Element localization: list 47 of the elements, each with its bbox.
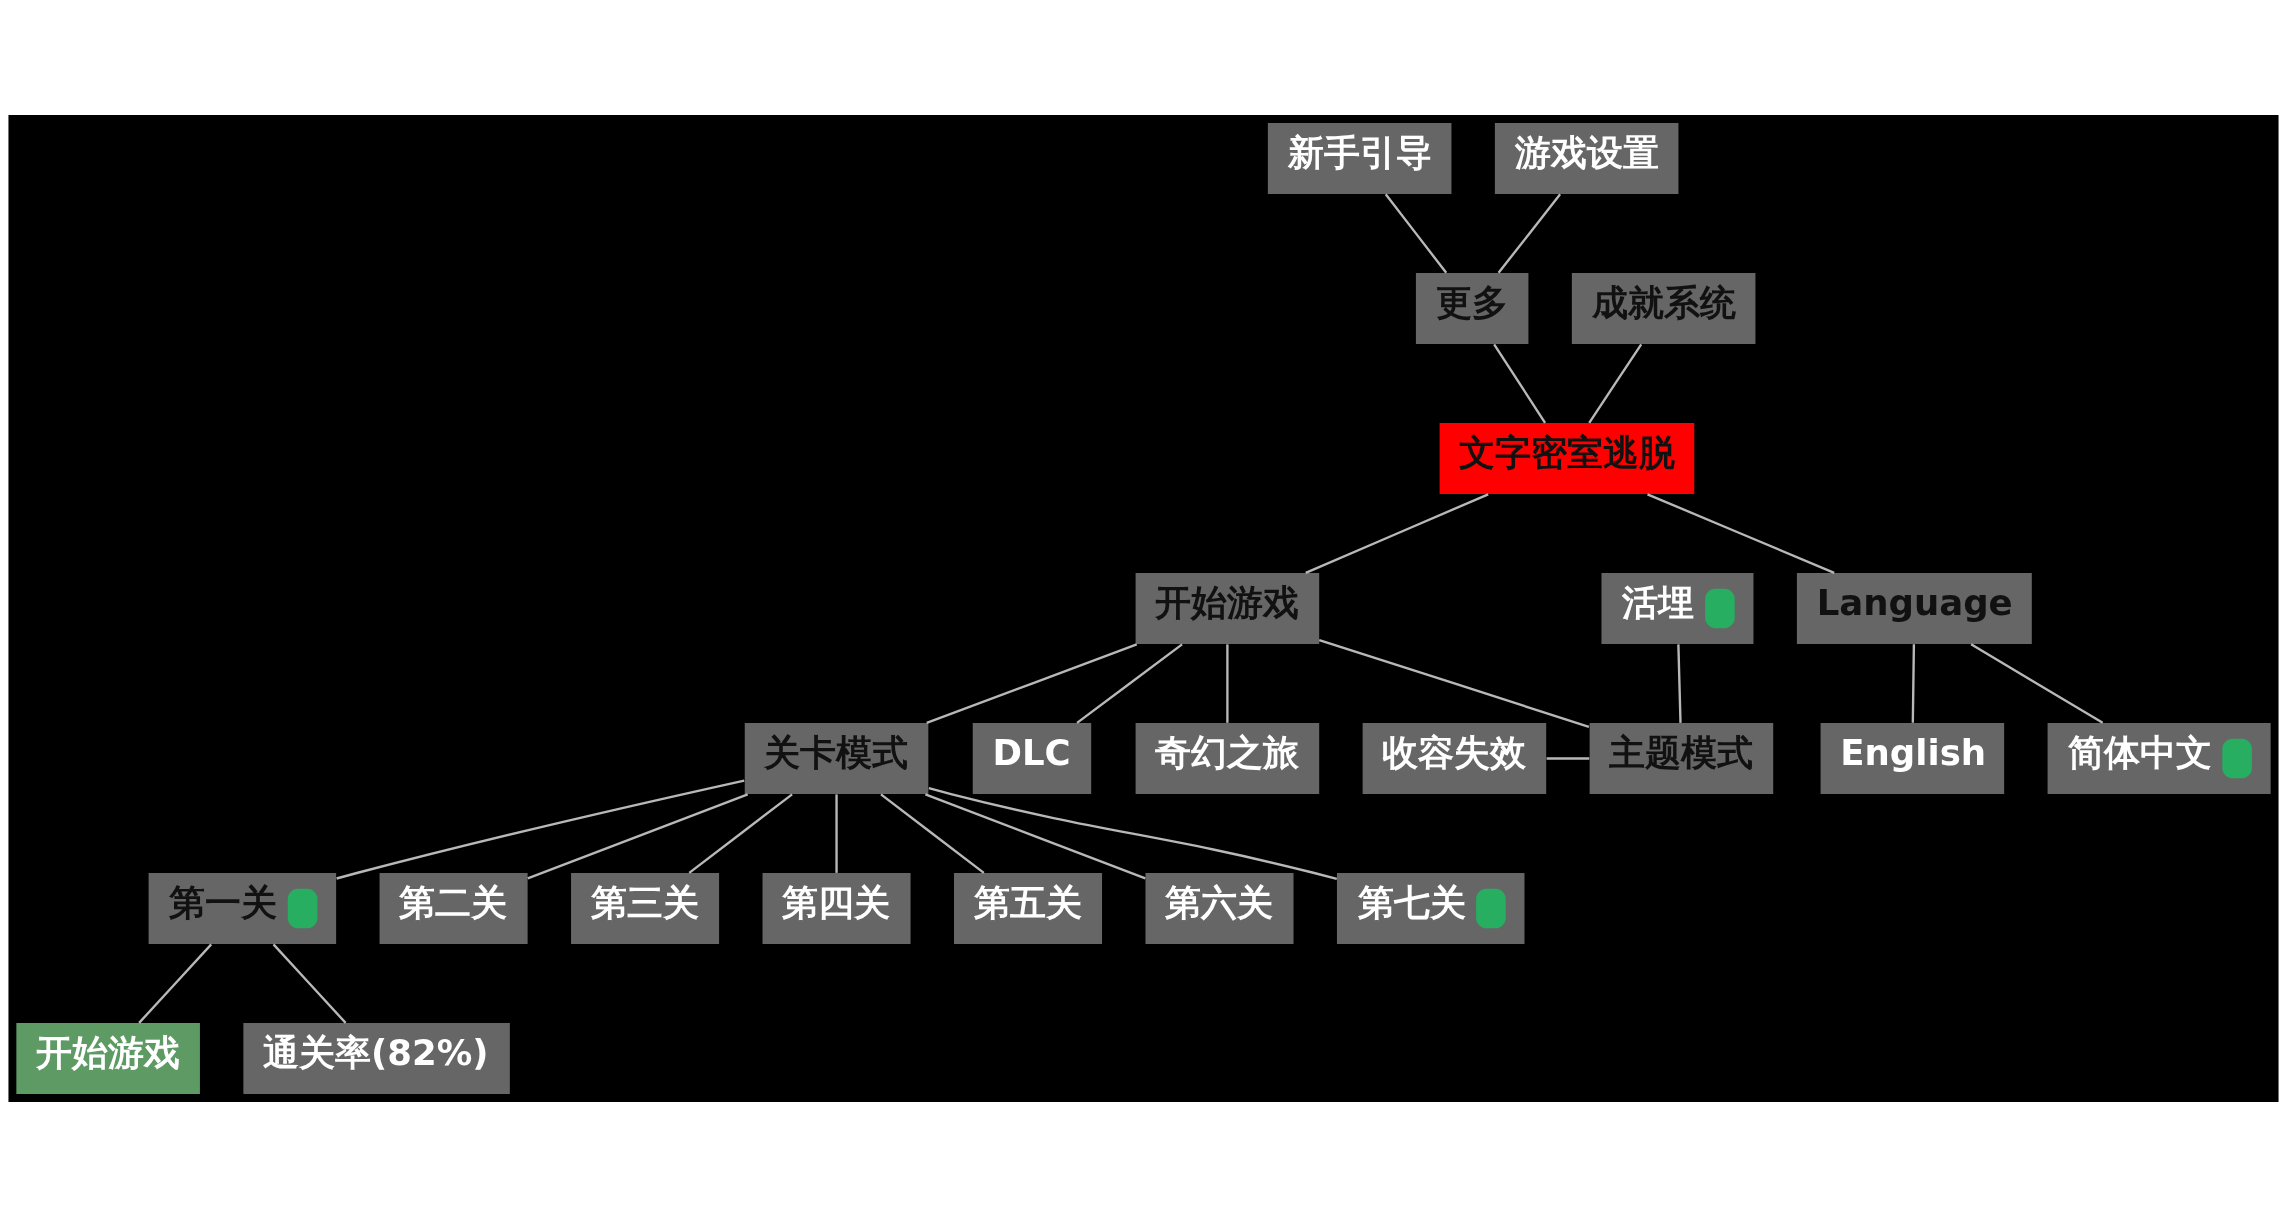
connector [880,793,985,874]
connector [1588,343,1643,424]
node-box: 第三关 [571,873,720,945]
node-box: 开始游戏 [1135,572,1320,645]
connector [1970,643,2104,724]
node-box: 新手引导 [1267,122,1452,194]
node-box: 开始游戏 [16,1023,200,1095]
node-box: 第二关 [379,873,528,945]
node-box: DLC [972,723,1092,795]
node-box: 收容失效 [1362,723,1547,795]
node-box: English [1820,723,2005,795]
connector [1911,644,1916,723]
node-box: 第五关 [954,873,1103,945]
connector [1305,493,1489,574]
node-box: Language [1796,572,2032,645]
connector [924,793,1146,880]
connector [1647,493,1835,574]
connector [272,943,347,1024]
connector [1546,757,1590,760]
connector [835,794,838,873]
node-box: 活埋 [1601,572,1754,645]
connector [1318,638,1590,728]
node-box: 主题模式 [1589,723,1774,795]
connector [138,943,213,1024]
node-box: 第七关 [1336,873,1525,945]
node-box: 奇幻之旅 [1135,723,1320,795]
node-box: 游戏设置 [1494,122,1679,194]
node-box: 通关率(82%) [243,1023,510,1095]
node-box: 第六关 [1145,873,1294,945]
connector [1677,644,1682,723]
connector [1493,343,1547,424]
connector [1076,643,1183,724]
connector [928,787,1338,881]
connector [336,779,745,880]
node-box: 第四关 [762,873,911,945]
connector [1384,193,1448,274]
connector [527,793,749,880]
connector [1226,644,1229,723]
node-box: 第一关 [148,873,337,945]
connector [926,643,1138,724]
node-box: 更多 [1415,272,1529,344]
connector [1497,193,1562,274]
node-box: 文字密室逃脱 [1439,422,1695,494]
node-box: 关卡模式 [744,723,929,795]
node-box: 成就系统 [1571,272,1756,344]
connector [688,793,793,874]
node-box: 简体中文 [2047,723,2271,795]
